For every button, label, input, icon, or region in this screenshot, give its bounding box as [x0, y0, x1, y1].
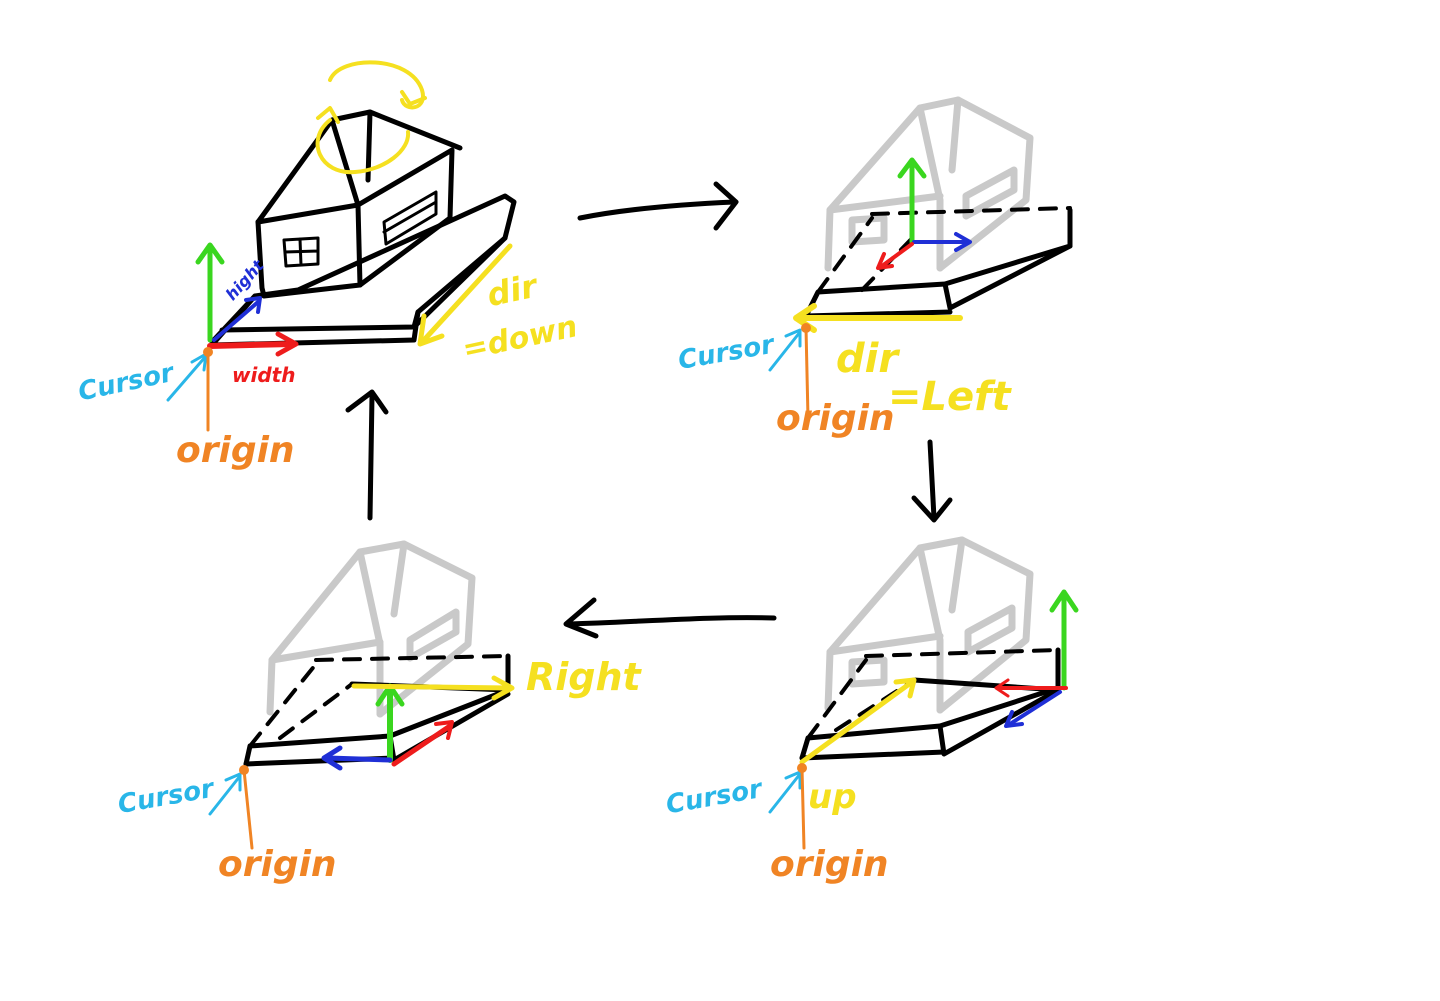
- dir-left-label: dir: [836, 336, 900, 382]
- arrow-left-icon: [563, 597, 777, 639]
- ghost-house: [824, 536, 1034, 714]
- local-axes: [793, 157, 972, 333]
- origin-point: [801, 323, 811, 333]
- origin-point: [203, 347, 213, 357]
- local-axes: [195, 242, 513, 357]
- cursor-label: Cursor: [116, 773, 218, 820]
- panel-dir-down: Cursor origin width hight dir =down: [76, 60, 581, 471]
- origin-point: [239, 765, 249, 775]
- width-label: width: [232, 363, 295, 387]
- base-slab: [803, 206, 1073, 319]
- dir-down-label: dir: [484, 266, 543, 314]
- origin-line: [242, 768, 254, 850]
- arrow-down-icon: [911, 439, 953, 523]
- arrow-right-icon: [577, 181, 739, 231]
- rotation-swirl-icon: [315, 60, 427, 175]
- panel-dir-right: Cursor origin Right: [116, 540, 643, 885]
- local-axes: [799, 589, 1079, 765]
- origin-label: origin: [218, 844, 337, 885]
- origin-label: origin: [176, 430, 295, 471]
- dir-left-value: =Left: [888, 374, 1013, 420]
- panel-dir-up: Cursor origin up: [664, 536, 1079, 885]
- cursor-label: Cursor: [76, 358, 179, 408]
- local-axes: [321, 675, 515, 771]
- cursor-arrow-icon: [768, 328, 802, 372]
- cursor-label: Cursor: [664, 774, 766, 821]
- cursor-label: Cursor: [676, 329, 778, 376]
- origin-label: origin: [776, 398, 895, 439]
- panel-dir-left: Cursor origin dir =Left: [676, 96, 1073, 439]
- base-slab: [799, 647, 1061, 761]
- origin-label: origin: [770, 844, 889, 885]
- ghost-house: [266, 540, 476, 718]
- dir-down-value: =down: [460, 309, 581, 367]
- house-body: [255, 109, 463, 299]
- cycle-arrows: [345, 181, 953, 639]
- arrow-up-icon: [345, 389, 389, 521]
- origin-point: [797, 763, 807, 773]
- right-label: Right: [526, 655, 643, 699]
- origin-line: [804, 326, 810, 420]
- up-label: up: [808, 777, 857, 817]
- cursor-arrow-icon: [768, 770, 802, 814]
- origin-line: [800, 766, 806, 850]
- cursor-arrow-icon: [208, 772, 242, 816]
